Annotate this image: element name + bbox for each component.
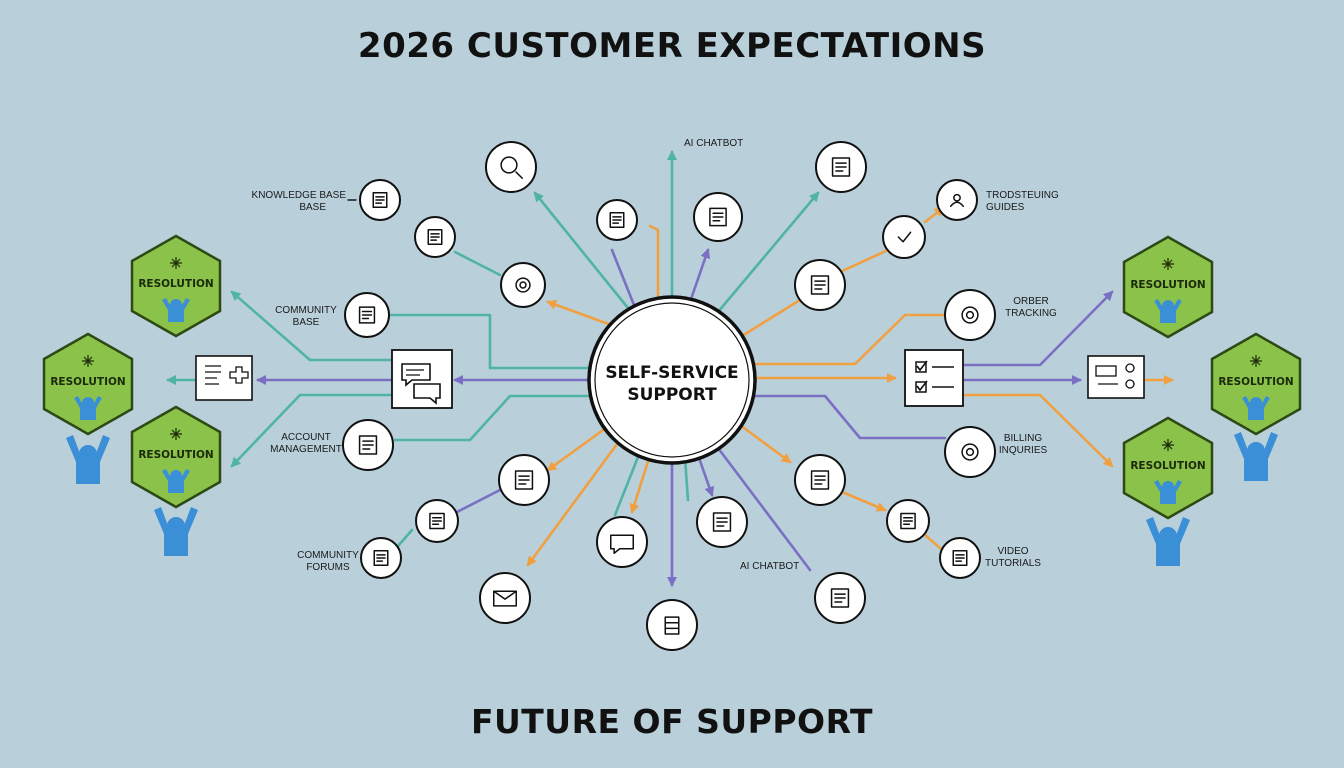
ray-right-down-diag	[962, 393, 1114, 468]
invoice-list-icon	[342, 419, 394, 471]
checkmark-icon	[882, 215, 926, 259]
ray-down-forum	[453, 488, 502, 515]
mail-icon	[479, 572, 531, 624]
ray-down-forum-teal	[396, 528, 414, 548]
coins-icon	[646, 599, 698, 651]
ray-right-billing	[750, 394, 947, 440]
ray-checkmark	[838, 248, 890, 274]
ray-up-form	[610, 248, 636, 307]
speech-bubble-icon	[596, 516, 648, 568]
ray-left-down-diag	[230, 393, 394, 468]
ray-up-chart	[716, 191, 820, 314]
ray-down-speech	[613, 450, 642, 517]
document-stack-icon	[359, 179, 401, 221]
browser-window-icon	[596, 199, 638, 241]
hub-circle	[587, 295, 757, 465]
label-billing-inquiries: BILLING INQURIES	[998, 433, 1048, 456]
footer-title: FUTURE OF SUPPORT	[470, 702, 874, 741]
chat-bubbles-panel	[391, 349, 453, 409]
ray-kb-doc	[453, 250, 502, 277]
video-device-icon	[939, 537, 981, 579]
ray-up-chat-window	[688, 248, 711, 304]
ray-left-community	[378, 313, 592, 370]
resolution-hex-right-bottom	[1122, 416, 1214, 520]
notepad-icon	[696, 496, 748, 548]
resolution-label: RESOLUTION	[50, 376, 126, 388]
mobile-icon	[360, 537, 402, 579]
document-icon	[498, 454, 550, 506]
left-form-panel	[195, 355, 253, 401]
resolution-hex-left-top	[130, 234, 222, 338]
network-icon	[344, 292, 390, 338]
label-order-tracking: ORBER TRACKING	[1005, 296, 1057, 319]
ray-down-orange-mid	[629, 453, 652, 514]
chart-report-icon	[815, 141, 867, 193]
ray-left-up-diag	[230, 290, 394, 362]
gear-search-icon	[500, 262, 546, 308]
label-account-management: ACCOUNT MANAGEMENT	[270, 432, 342, 455]
resolution-hex-left-bottom	[130, 405, 222, 509]
resolution-label: RESOLUTION	[1130, 279, 1206, 291]
chat-window-icon	[693, 192, 743, 242]
form-icon	[414, 216, 456, 258]
ray-down-form2	[840, 490, 887, 512]
hub-label: SELF-SERVICE SUPPORT	[605, 363, 739, 405]
gear-icon	[944, 289, 996, 341]
ray-down-id	[710, 438, 812, 572]
checklist-panel	[904, 349, 964, 407]
label-troubleshooting-guides: TRODSTEUING GUIDES	[986, 190, 1059, 213]
resolution-label: RESOLUTION	[1218, 376, 1294, 388]
ray-down-smiley	[738, 423, 792, 464]
sparkle-icon	[82, 257, 1262, 451]
right-control-panel	[1087, 355, 1145, 399]
label-ai-chatbot-bottom: AI CHATBOT	[740, 561, 800, 572]
checklist-doc-icon	[886, 499, 930, 543]
ray-left-account	[393, 394, 598, 442]
ray-down-teal-mid	[683, 456, 690, 502]
ray-up-orange-mid	[648, 224, 660, 304]
ray-right-settings	[750, 313, 952, 366]
ray-down-video	[923, 533, 942, 550]
ray-down-note	[696, 453, 715, 497]
icon-nodes	[342, 141, 996, 651]
ray-down-mail	[526, 438, 622, 567]
magnifier-icon	[485, 141, 537, 193]
resolution-hex-right-mid	[1210, 332, 1302, 436]
user-search-icon	[936, 179, 978, 221]
ray-up-settings	[546, 300, 616, 328]
resolution-label: RESOLUTION	[138, 278, 214, 290]
label-community-base: COMMUNITY BASE	[275, 305, 337, 328]
id-card-icon	[814, 572, 866, 624]
resolution-hex-left-mid	[42, 332, 134, 436]
clipboard-icon	[415, 499, 459, 543]
page-title: 2026 CUSTOMER EXPECTATIONS	[357, 26, 987, 66]
resolution-label: RESOLUTION	[138, 449, 214, 461]
connector-lines	[166, 150, 1174, 587]
label-ai-chatbot-top: AI CHATBOT	[684, 138, 744, 149]
invoice-icon	[794, 259, 846, 311]
resolution-hex-right-top	[1122, 235, 1214, 339]
ray-down-doc	[546, 423, 612, 472]
ray-right-upper	[740, 298, 802, 338]
smiley-card-icon	[794, 454, 846, 506]
label-community-forums: COMMUNITY FORUMS	[297, 550, 359, 573]
label-video-tutorials: VIDEO TUTORIALS	[985, 546, 1041, 569]
person-icon	[74, 298, 1270, 504]
label-knowledge-base: KNOWLEDGE BASE BASE	[251, 190, 346, 213]
cheering-person-icon	[66, 432, 1278, 566]
resolution-label: RESOLUTION	[1130, 460, 1206, 472]
ray-up-magnifier	[533, 191, 630, 310]
target-icon	[944, 426, 996, 478]
ray-right-up-diag	[962, 290, 1114, 367]
